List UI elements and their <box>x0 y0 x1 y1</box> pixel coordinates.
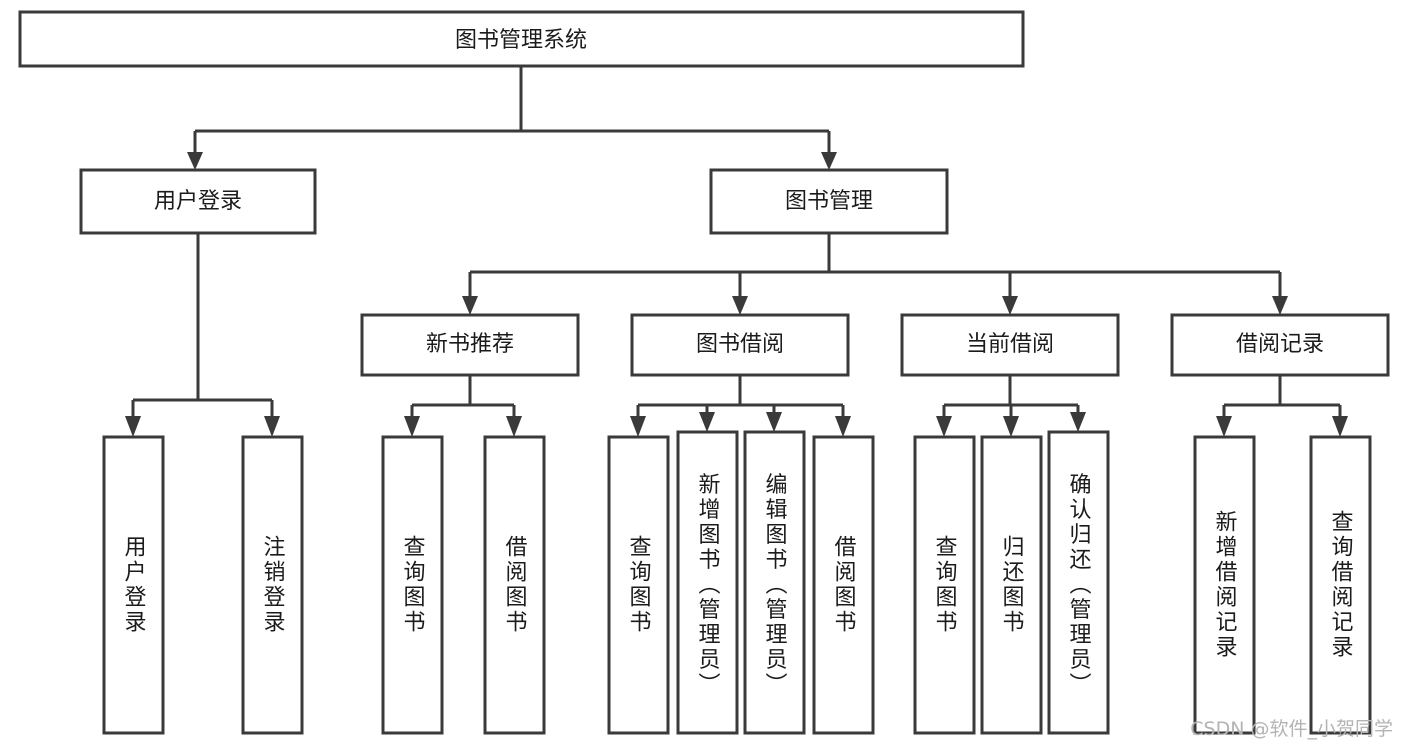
arrow-leaf-borrow-book-2-icon <box>835 416 851 437</box>
node-user-login-box[interactable] <box>79 168 317 235</box>
arrow-leaf-edit-book-icon <box>766 412 782 432</box>
arrow-current-borrow-icon <box>1002 296 1018 315</box>
node-root-box[interactable] <box>18 10 1025 68</box>
node-book-borrow-label: 图书借阅 <box>696 332 784 357</box>
arrow-to-user-login-icon <box>187 152 203 170</box>
node-current-borrow[interactable]: 当前借阅 <box>900 313 1120 377</box>
node-leaf-edit-book-box[interactable] <box>743 430 806 735</box>
node-book-borrow[interactable]: 图书借阅 <box>630 313 850 377</box>
node-leaf-query-book-3-label: 查询图书 <box>932 535 958 635</box>
arrow-leaf-add-book-icon <box>699 412 715 432</box>
node-root-label: 图书管理系统 <box>455 28 587 53</box>
node-leaf-borrow-book-1-box[interactable] <box>483 435 546 735</box>
arrow-leaf-add-record-icon <box>1216 416 1232 437</box>
node-leaf-borrow-book-1-label: 借阅图书 <box>502 535 528 635</box>
node-leaf-logout-login-label: 注销登录 <box>260 535 286 635</box>
node-new-book-rec-label: 新书推荐 <box>426 332 514 357</box>
node-leaf-query-book-2-label: 查询图书 <box>626 535 652 635</box>
node-leaf-add-book-label: 新增图书（管理员） <box>695 473 721 698</box>
node-user-login[interactable]: 用户登录 <box>79 168 317 235</box>
node-leaf-borrow-book-2[interactable]: 借阅图书 <box>812 435 875 735</box>
node-leaf-user-login-label: 用户登录 <box>121 535 147 635</box>
node-leaf-query-book-2-box[interactable] <box>607 435 670 735</box>
node-leaf-logout-login-box[interactable] <box>241 435 304 735</box>
arrow-book-borrow-icon <box>732 296 748 315</box>
node-leaf-query-book-3[interactable]: 查询图书 <box>913 435 976 735</box>
node-book-manage-box[interactable] <box>709 168 949 235</box>
arrow-new-book-rec-icon <box>462 296 478 315</box>
node-leaf-confirm-return-box[interactable] <box>1047 430 1110 735</box>
node-leaf-confirm-return[interactable]: 确认归还（管理员） <box>1047 430 1110 735</box>
node-leaf-add-book-box[interactable] <box>676 430 739 735</box>
node-leaf-query-record-label: 查询借阅记录 <box>1328 510 1354 660</box>
node-leaf-return-book-box[interactable] <box>980 435 1043 735</box>
node-book-borrow-box[interactable] <box>630 313 850 377</box>
arrow-to-book-manage-icon <box>821 152 837 170</box>
node-current-borrow-label: 当前借阅 <box>966 332 1054 357</box>
arrow-leaf-return-book-icon <box>1003 416 1019 437</box>
node-leaf-user-login-box[interactable] <box>102 435 165 735</box>
node-borrow-record[interactable]: 借阅记录 <box>1170 313 1390 377</box>
arrow-leaf-query-book-2-icon <box>630 416 646 437</box>
connector-group <box>125 66 1348 437</box>
node-leaf-query-book-1[interactable]: 查询图书 <box>381 435 444 735</box>
node-leaf-add-record[interactable]: 新增借阅记录 <box>1193 435 1256 735</box>
arrow-leaf-logout-login-icon <box>264 416 280 437</box>
node-leaf-query-book-1-box[interactable] <box>381 435 444 735</box>
node-leaf-return-book[interactable]: 归还图书 <box>980 435 1043 735</box>
node-leaf-user-login[interactable]: 用户登录 <box>102 435 165 735</box>
node-new-book-rec[interactable]: 新书推荐 <box>360 313 580 377</box>
node-leaf-query-book-3-box[interactable] <box>913 435 976 735</box>
node-leaf-edit-book[interactable]: 编辑图书（管理员） <box>743 430 806 735</box>
node-leaf-add-record-box[interactable] <box>1193 435 1256 735</box>
node-book-manage[interactable]: 图书管理 <box>709 168 949 235</box>
node-leaf-logout-login[interactable]: 注销登录 <box>241 435 304 735</box>
arrow-borrow-record-icon <box>1272 296 1288 315</box>
node-book-manage-label: 图书管理 <box>785 189 873 214</box>
node-leaf-borrow-book-2-label: 借阅图书 <box>831 535 857 635</box>
arrow-leaf-borrow-book-1-icon <box>506 416 522 437</box>
node-leaf-query-book-2[interactable]: 查询图书 <box>607 435 670 735</box>
arrow-leaf-user-login-icon <box>125 416 141 437</box>
node-root[interactable]: 图书管理系统 <box>18 10 1025 68</box>
node-new-book-rec-box[interactable] <box>360 313 580 377</box>
node-leaf-add-record-label: 新增借阅记录 <box>1212 510 1238 660</box>
node-leaf-borrow-book-1[interactable]: 借阅图书 <box>483 435 546 735</box>
node-user-login-label: 用户登录 <box>154 189 242 214</box>
node-leaf-borrow-book-2-box[interactable] <box>812 435 875 735</box>
node-leaf-query-record[interactable]: 查询借阅记录 <box>1309 435 1372 735</box>
arrow-leaf-query-book-3-icon <box>936 416 952 437</box>
node-leaf-edit-book-label: 编辑图书（管理员） <box>762 473 788 698</box>
arrow-leaf-query-record-icon <box>1332 416 1348 437</box>
node-borrow-record-label: 借阅记录 <box>1236 332 1324 357</box>
node-leaf-query-book-1-label: 查询图书 <box>400 535 426 635</box>
arrow-leaf-query-book-1-icon <box>404 416 420 437</box>
node-current-borrow-box[interactable] <box>900 313 1120 377</box>
node-borrow-record-box[interactable] <box>1170 313 1390 377</box>
node-leaf-add-book[interactable]: 新增图书（管理员） <box>676 430 739 735</box>
node-leaf-query-record-box[interactable] <box>1309 435 1372 735</box>
node-leaf-confirm-return-label: 确认归还（管理员） <box>1066 473 1092 698</box>
node-leaf-return-book-label: 归还图书 <box>999 535 1025 635</box>
arrow-leaf-confirm-return-icon <box>1070 412 1086 432</box>
